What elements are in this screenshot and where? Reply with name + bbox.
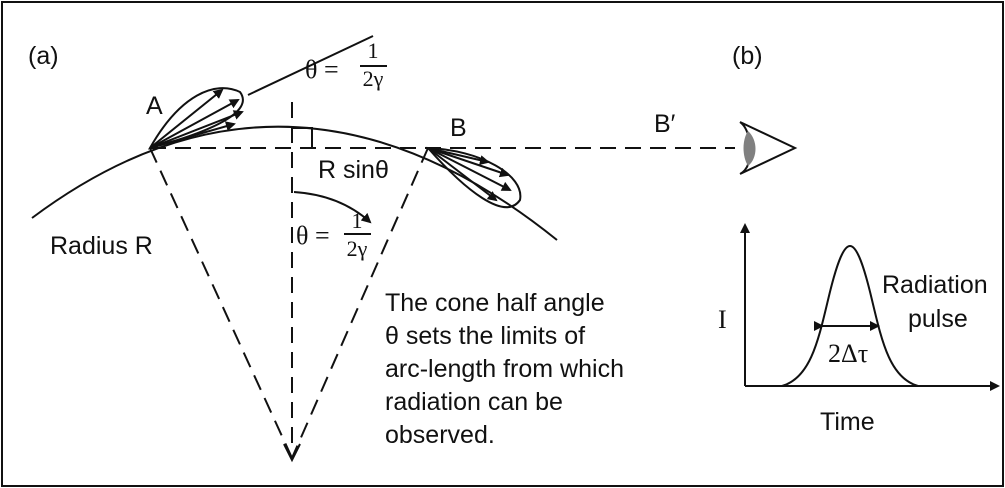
svg-text:1: 1 <box>368 38 379 63</box>
radius-label: Radius R <box>50 232 153 260</box>
svg-text:θ sets the limits of: θ sets the limits of <box>385 322 585 350</box>
svg-text:1: 1 <box>352 208 363 233</box>
caption: The cone half angle θ sets the limits of… <box>385 289 624 449</box>
radius-line-a <box>149 147 293 459</box>
svg-text:The cone half angle: The cone half angle <box>385 289 605 317</box>
panel-b-label: (b) <box>732 42 763 70</box>
x-axis-label: Time <box>820 408 875 436</box>
tangent-line-a <box>247 35 374 96</box>
eye-icon <box>739 121 798 175</box>
radiation-cone-a <box>147 87 244 150</box>
orbit-arc <box>31 125 558 241</box>
radiation-cone-b <box>425 146 522 209</box>
panel-a: (a) A <box>28 35 735 463</box>
centre-arrowhead <box>283 443 301 463</box>
point-b-label: B <box>450 114 467 142</box>
svg-text:2γ: 2γ <box>363 66 384 91</box>
point-a-label: A <box>146 92 163 120</box>
panel-a-label: (a) <box>28 42 59 70</box>
svg-text:arc-length from which: arc-length from which <box>385 355 624 383</box>
y-axis-label: I <box>718 305 727 334</box>
svg-text:radiation can be: radiation can be <box>385 388 563 416</box>
angle-arrow <box>293 191 372 224</box>
r-sin-theta-label: R sinθ <box>318 156 389 184</box>
pulse-label-line1: Radiation <box>882 271 988 299</box>
radiation-pulse-curve <box>781 244 919 387</box>
point-b-prime-label: B′ <box>654 110 676 138</box>
radius-line-b <box>291 147 429 459</box>
pulse-width-label: 2Δτ <box>828 339 868 368</box>
angle-label-top: θ = 1 2γ <box>305 38 387 91</box>
svg-text:2γ: 2γ <box>347 236 368 261</box>
angle-label-centre: θ = 1 2γ <box>296 208 371 261</box>
svg-text:θ =: θ = <box>305 55 339 84</box>
right-angle-marker <box>292 127 313 148</box>
panel-b: (b) B′ I Time 2Δτ Radiation pulse <box>654 42 1000 436</box>
pulse-label-line2: pulse <box>908 305 968 333</box>
svg-text:observed.: observed. <box>385 421 495 449</box>
svg-text:θ =: θ = <box>296 221 330 250</box>
